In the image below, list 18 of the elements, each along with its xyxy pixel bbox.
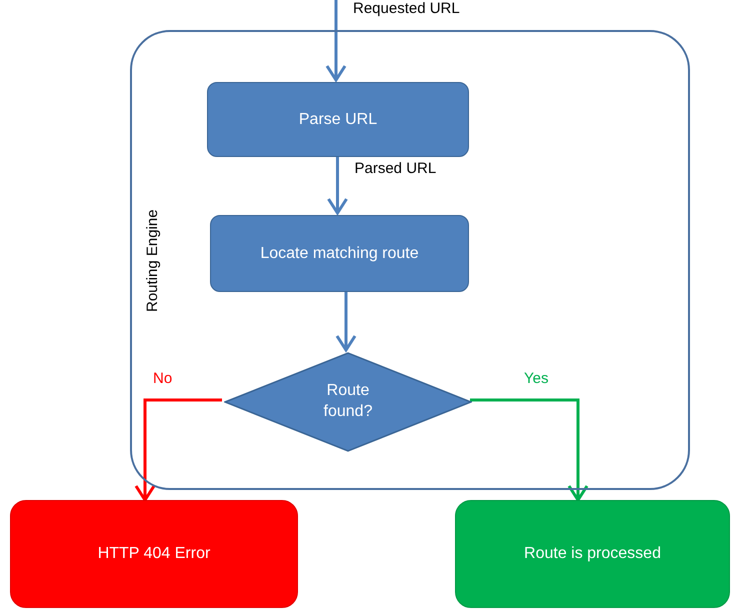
- arrow: [134, 398, 222, 502]
- node-label: Route found?: [322, 381, 374, 422]
- node-label: Route is processed: [524, 545, 661, 563]
- arrow: [470, 398, 588, 502]
- decision-diamond: [224, 352, 472, 452]
- container-title: Routing Engine: [144, 209, 161, 312]
- arrow: [327, 155, 348, 214]
- process-box: [207, 82, 469, 157]
- edge-label: Requested URL: [351, 0, 462, 17]
- node-label: Parse URL: [298, 110, 378, 128]
- arrow: [326, 0, 346, 82]
- process-box: [210, 215, 469, 292]
- container-box: [130, 30, 690, 490]
- arrow: [336, 290, 356, 352]
- node-label: HTTP 404 Error: [98, 545, 210, 563]
- terminal-box: [455, 500, 730, 608]
- terminal-box: [10, 500, 298, 608]
- node-label: Locate matching route: [260, 244, 419, 262]
